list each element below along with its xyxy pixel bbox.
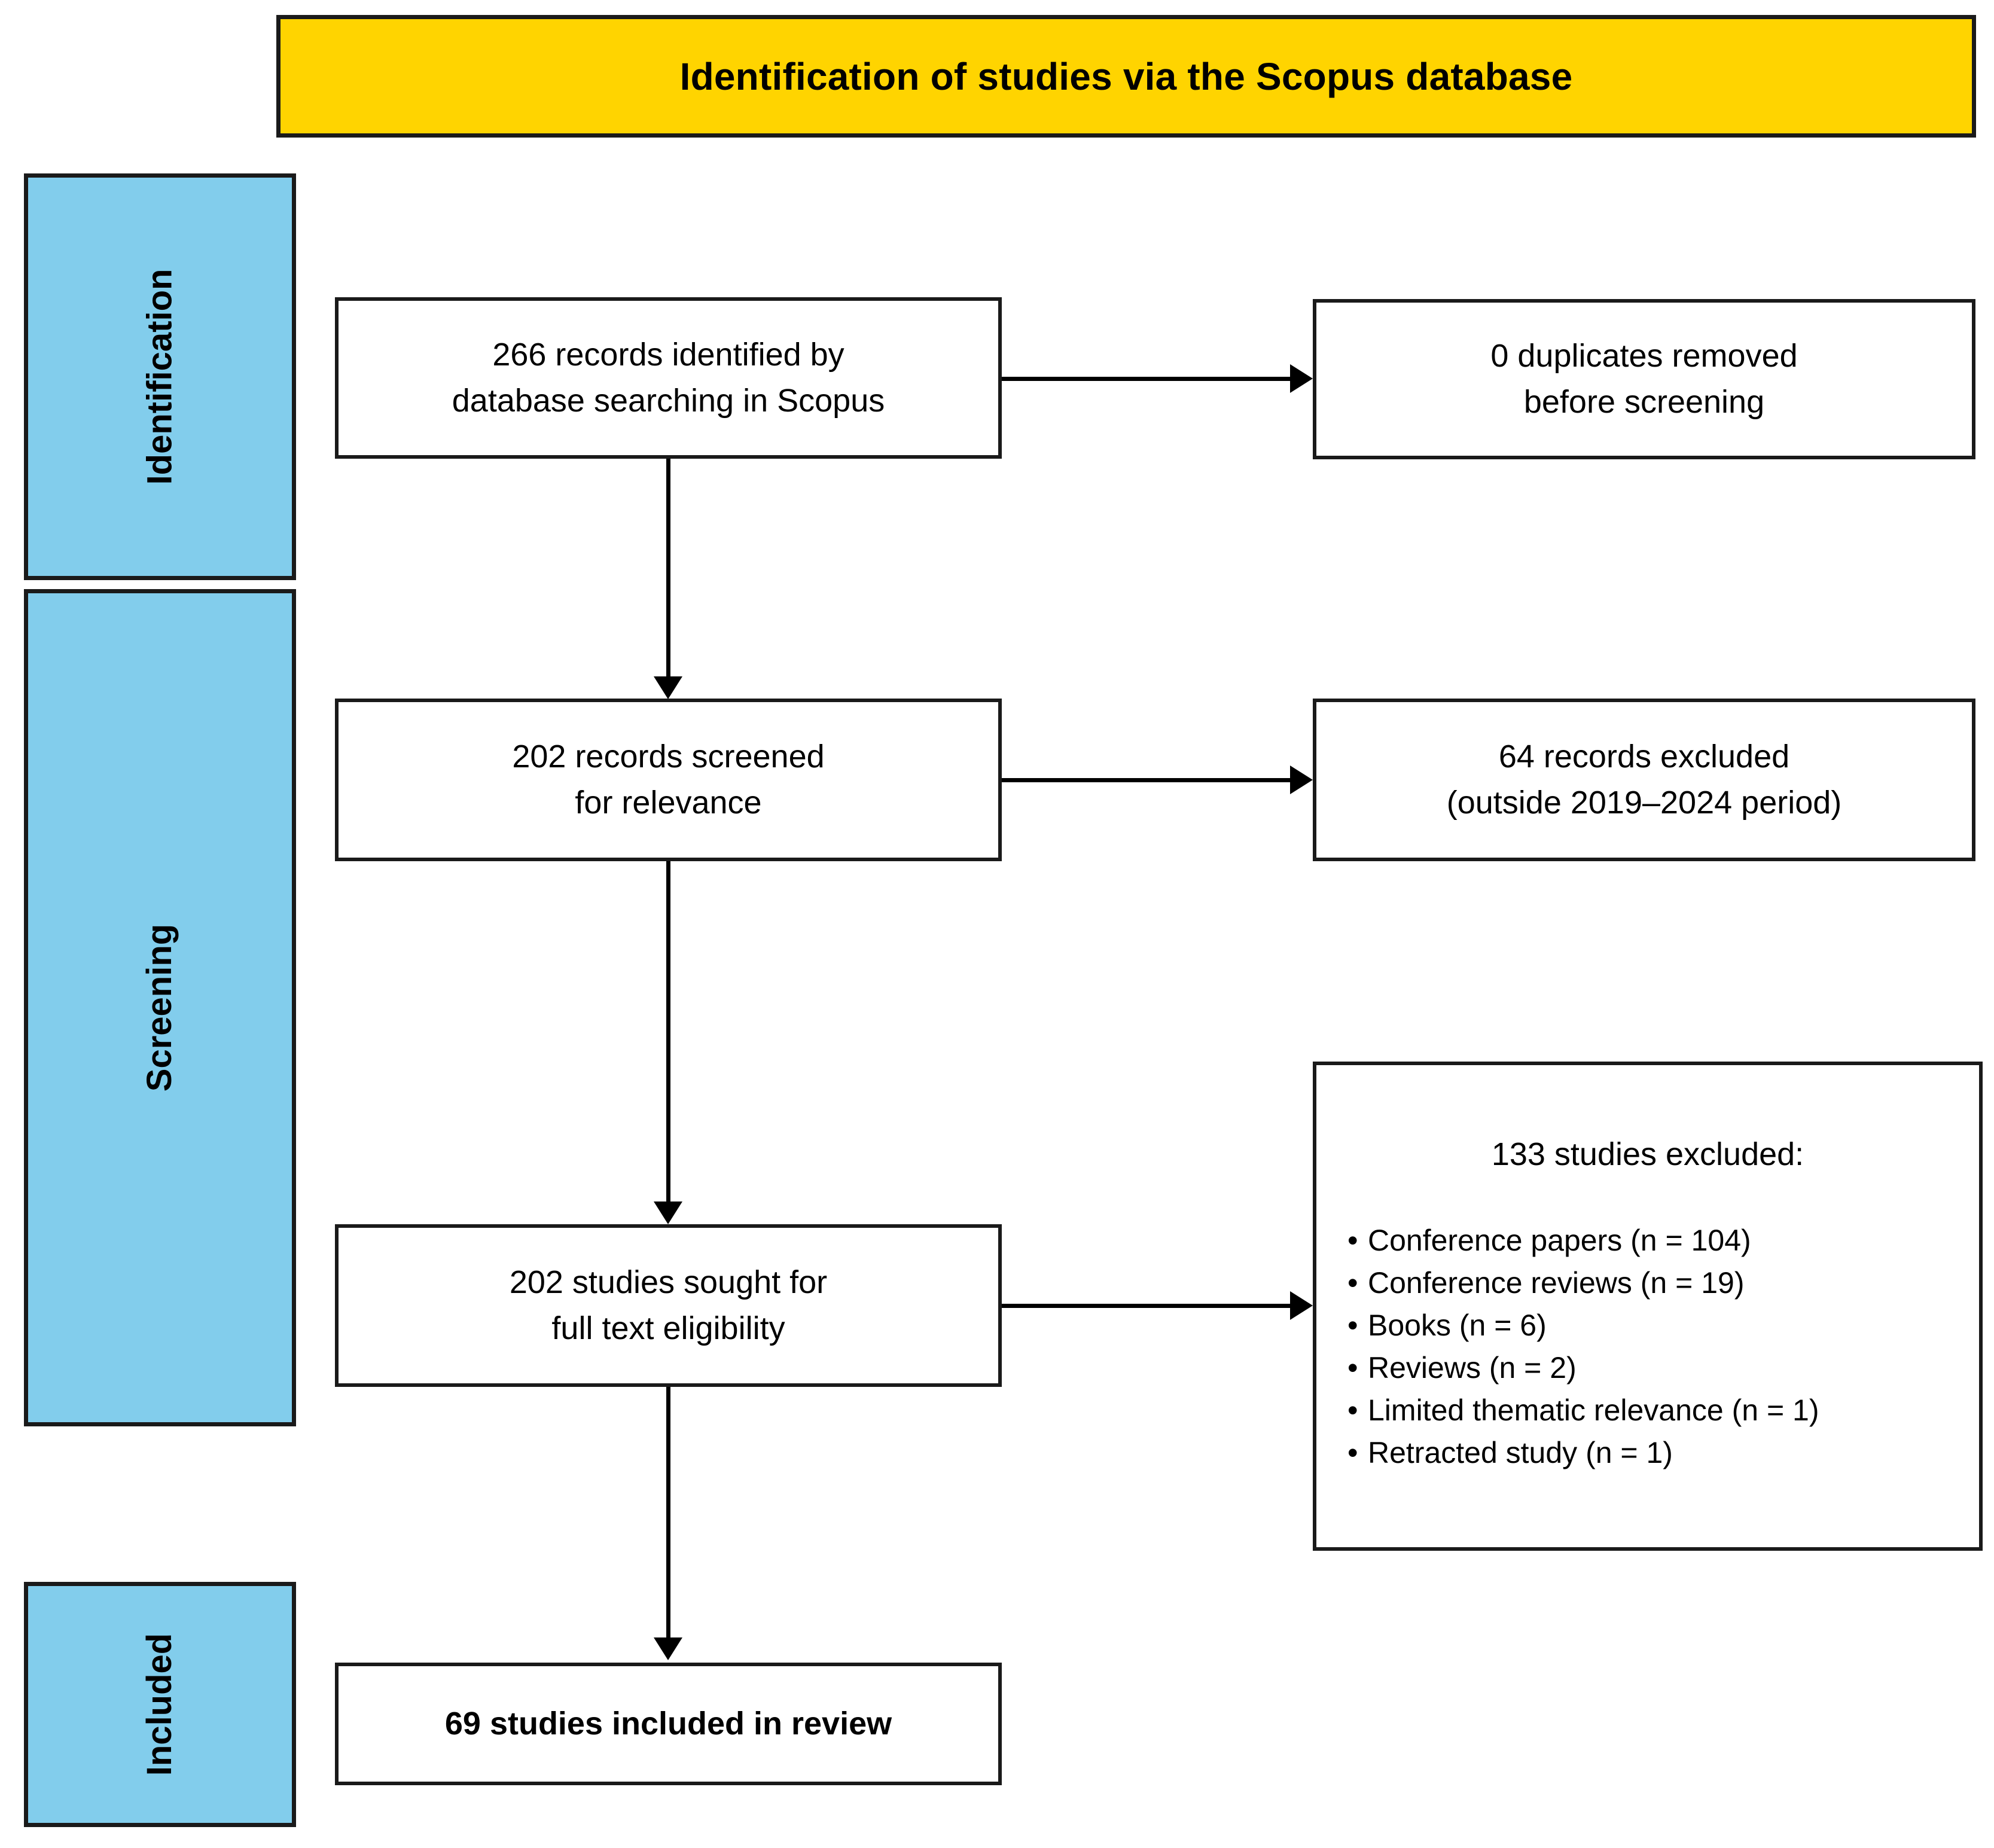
arrowhead-identified-to-screened (654, 676, 682, 699)
box-records-screened-line1: 202 records screened (512, 739, 825, 775)
arrowhead-sought-to-studies-excluded (1290, 1291, 1313, 1320)
arrowhead-sought-to-included (654, 1637, 682, 1660)
connector-screened-to-records-excluded (1002, 778, 1290, 782)
list-item: Conference papers (n = 104) (1347, 1219, 1979, 1262)
stage-identification: Identification (24, 173, 296, 580)
box-records-excluded-line2: (outside 2019–2024 period) (1446, 785, 1842, 821)
studies-excluded-list: Conference papers (n = 104) Conference r… (1347, 1219, 1979, 1474)
box-duplicates-removed-line2: before screening (1523, 384, 1765, 420)
stage-included-label: Included (140, 1633, 179, 1776)
list-item: Conference reviews (n = 19) (1347, 1262, 1979, 1304)
box-records-excluded: 64 records excluded (outside 2019–2024 p… (1313, 699, 1975, 861)
list-item: Books (n = 6) (1347, 1304, 1979, 1347)
diagram-title-text: Identification of studies via the Scopus… (679, 54, 1573, 98)
arrowhead-screened-to-sought (654, 1201, 682, 1224)
list-item: Limited thematic relevance (n = 1) (1347, 1389, 1979, 1432)
connector-sought-to-included (666, 1387, 670, 1641)
box-studies-sought: 202 studies sought for full text eligibi… (335, 1224, 1002, 1387)
box-studies-excluded-title: 133 studies excluded: (1491, 1136, 1804, 1172)
box-records-screened-line2: for relevance (575, 785, 762, 821)
box-studies-included: 69 studies included in review (335, 1663, 1002, 1785)
box-records-identified-line1: 266 records identified by (492, 337, 844, 373)
box-records-screened: 202 records screened for relevance (335, 699, 1002, 861)
stage-identification-label: Identification (140, 269, 179, 485)
box-studies-sought-line2: full text eligibility (551, 1310, 785, 1346)
arrowhead-screened-to-records-excluded (1290, 766, 1313, 794)
box-records-identified-line2: database searching in Scopus (452, 383, 885, 419)
arrowhead-identified-to-duplicates (1290, 364, 1313, 393)
box-studies-sought-line1: 202 studies sought for (509, 1264, 828, 1301)
box-records-identified: 266 records identified by database searc… (335, 297, 1002, 459)
stage-screening-label: Screening (140, 923, 179, 1092)
box-duplicates-removed: 0 duplicates removed before screening (1313, 299, 1975, 459)
connector-sought-to-studies-excluded (1002, 1304, 1290, 1308)
diagram-title-banner: Identification of studies via the Scopus… (276, 15, 1976, 138)
box-records-excluded-line1: 64 records excluded (1498, 739, 1790, 775)
stage-screening: Screening (24, 589, 296, 1426)
connector-identified-to-screened (666, 459, 670, 680)
connector-identified-to-duplicates (1002, 377, 1290, 381)
list-item: Reviews (n = 2) (1347, 1347, 1979, 1389)
stage-included: Included (24, 1582, 296, 1827)
list-item: Retracted study (n = 1) (1347, 1432, 1979, 1474)
box-duplicates-removed-line1: 0 duplicates removed (1490, 338, 1798, 374)
connector-screened-to-sought (666, 861, 670, 1205)
box-studies-excluded: 133 studies excluded: Conference papers … (1313, 1062, 1983, 1551)
box-studies-included-line1: 69 studies included in review (444, 1706, 892, 1742)
